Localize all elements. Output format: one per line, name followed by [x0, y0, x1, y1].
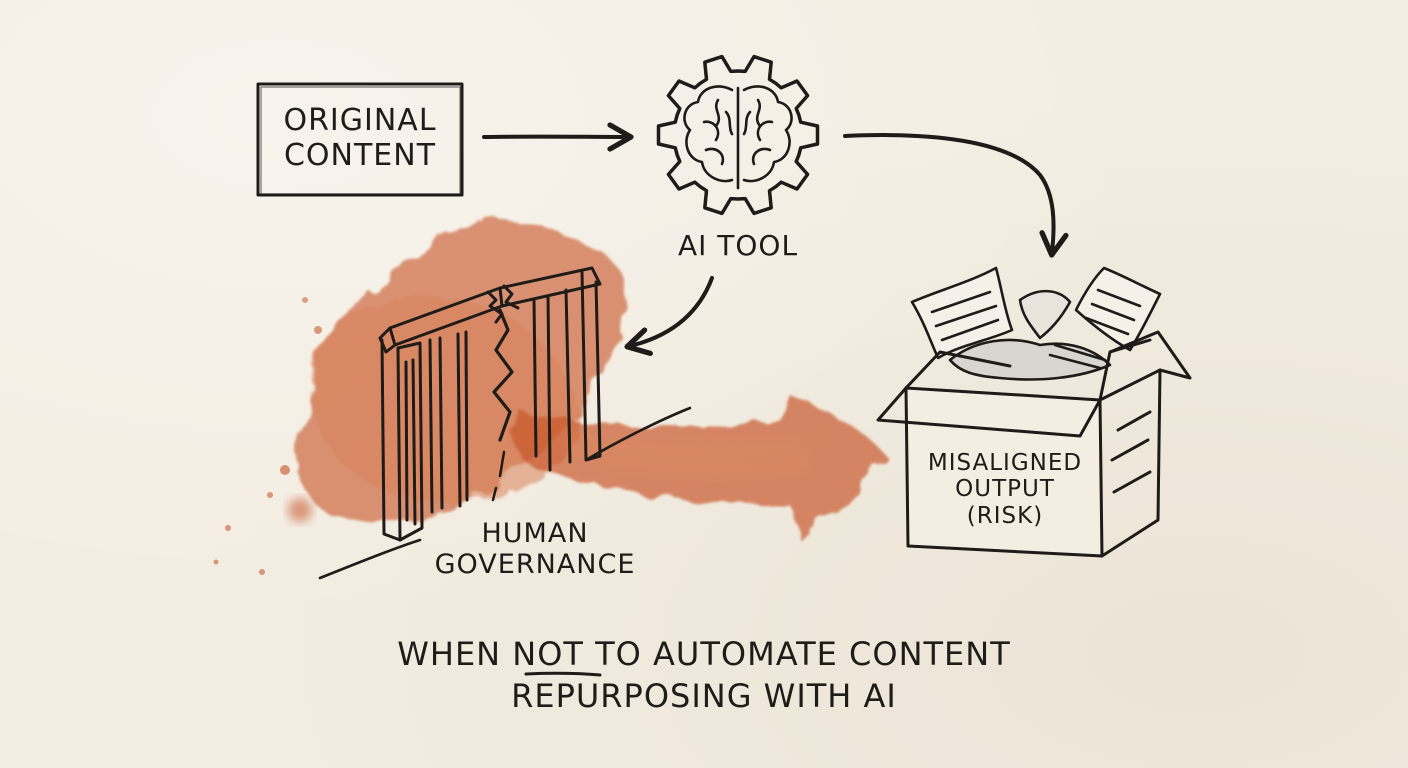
gear-brain-icon [656, 54, 820, 216]
risk-flow-arrow [511, 395, 890, 540]
original-content-line1: ORIGINAL [283, 103, 437, 138]
arrow-ai-to-governance [624, 276, 714, 356]
human-governance-line2: GOVERNANCE [434, 549, 636, 581]
misaligned-output-line3: (RISK) [966, 502, 1044, 529]
arrow-ai-to-output [843, 133, 1069, 258]
caption-line2: REPURPOSING WITH AI [511, 676, 897, 715]
caption-emphasis: NOT [512, 635, 584, 673]
human-governance-line1: HUMAN [481, 518, 589, 549]
human-governance-label: HUMAN GOVERNANCE [430, 518, 640, 580]
caption-line1-prefix: WHEN [397, 635, 513, 673]
misaligned-output-label: MISALIGNED OUTPUT (RISK) [908, 450, 1102, 529]
open-box-icon [876, 266, 1192, 558]
caption: WHEN NOT TO AUTOMATE CONTENT REPURPOSING… [304, 634, 1104, 717]
caption-line1: WHEN NOT TO AUTOMATE CONTENT [304, 634, 1104, 676]
misaligned-output-line1: MISALIGNED [927, 450, 1083, 476]
original-content-line2: CONTENT [283, 137, 437, 173]
ai-tool-label: AI TOOL [677, 229, 799, 262]
caption-line1-suffix: TO AUTOMATE CONTENT [583, 635, 1011, 673]
cracked-gate-icon [318, 266, 692, 580]
emphasis-underline [524, 671, 602, 677]
original-content-box [256, 82, 464, 197]
original-content-label: ORIGINAL CONTENT [258, 103, 462, 173]
misaligned-output-line2: OUTPUT [955, 476, 1055, 503]
